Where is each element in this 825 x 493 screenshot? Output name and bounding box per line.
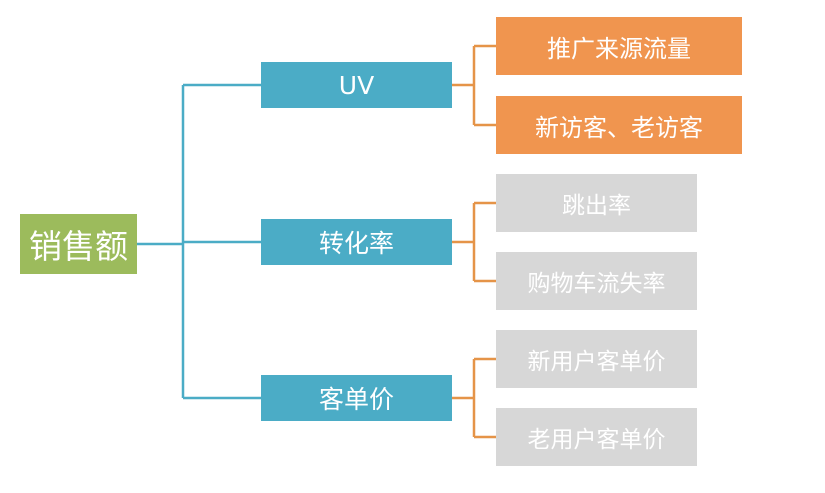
branch-node-conversion-rate: 转化率 <box>261 219 452 265</box>
leaf-node-new-user-aov: 新用户客单价 <box>496 330 697 388</box>
branch-node-uv: UV <box>261 62 452 108</box>
leaf-node-promotion-traffic: 推广来源流量 <box>496 17 742 75</box>
branch-node-average-order-value: 客单价 <box>261 375 452 421</box>
leaf-node-cart-abandonment-rate: 购物车流失率 <box>496 252 697 310</box>
leaf-node-returning-user-aov: 老用户客单价 <box>496 408 697 466</box>
leaf-node-new-returning-visitors: 新访客、老访客 <box>496 96 742 154</box>
leaf-node-bounce-rate: 跳出率 <box>496 174 697 232</box>
root-node-sales: 销售额 <box>20 214 137 274</box>
